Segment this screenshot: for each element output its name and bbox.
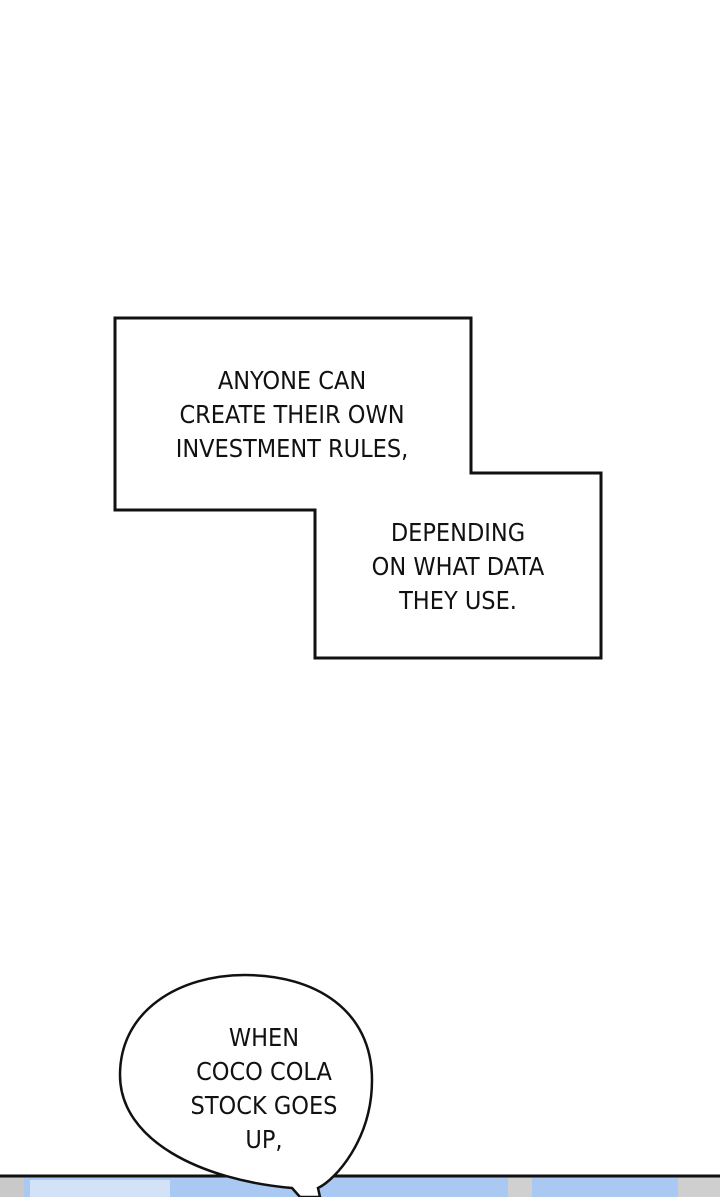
speech-text-line: STOCK GOES [191, 1091, 338, 1120]
bottom-panel [0, 1174, 720, 1197]
caption-text-line: ON WHAT DATA [372, 552, 545, 581]
caption-text-line: ANYONE CAN [218, 366, 366, 395]
caption-text-line: CREATE THEIR OWN [179, 400, 404, 429]
speech-text-line: WHEN [229, 1023, 299, 1052]
caption-text-line: INVESTMENT RULES, [176, 434, 409, 463]
speech-text-line: COCO COLA [196, 1057, 332, 1086]
caption-text-line: DEPENDING [391, 518, 525, 547]
speech-bubble [118, 973, 374, 1197]
caption-box [113, 316, 603, 660]
caption-text-line: THEY USE. [398, 586, 517, 615]
speech-text-line: UP, [245, 1125, 282, 1154]
